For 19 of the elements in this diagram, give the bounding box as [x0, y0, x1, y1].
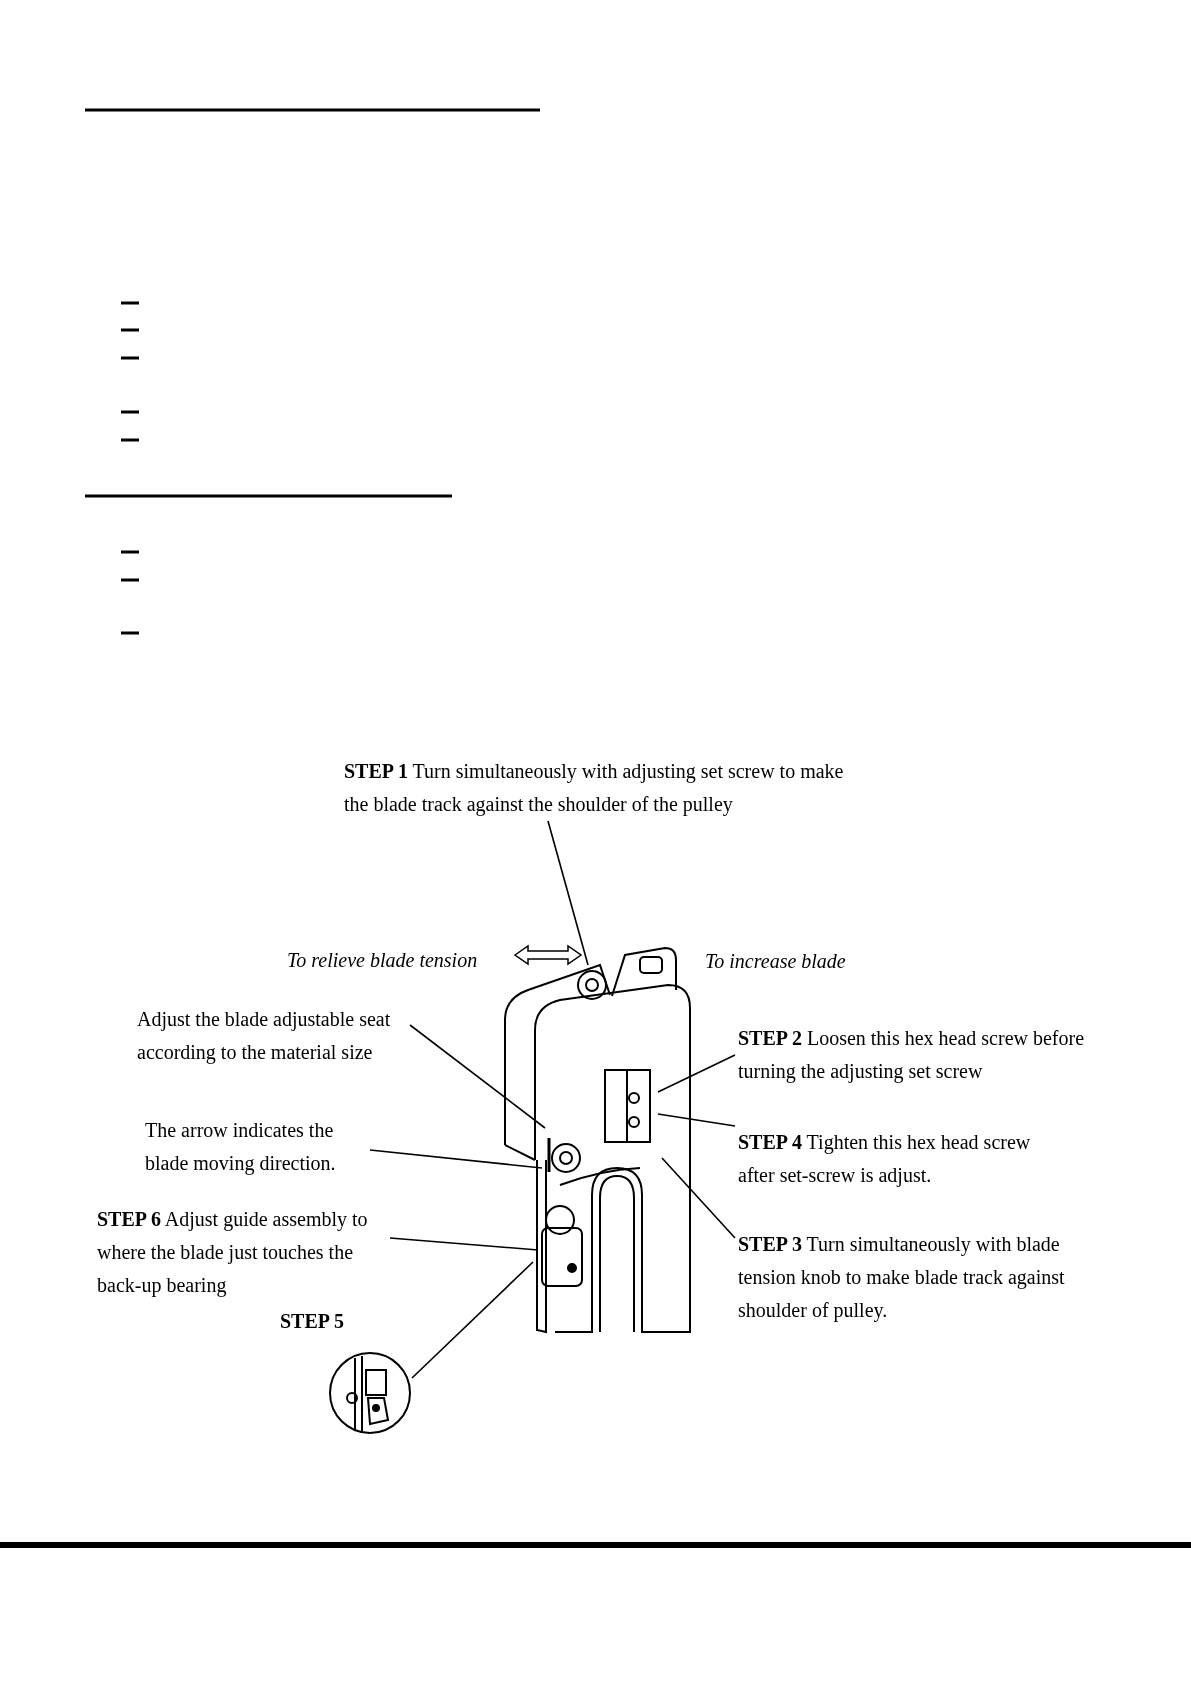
callout-text: Adjust the blade adjustable seat according to the material size	[137, 1003, 399, 1069]
step-label: STEP 5	[280, 1309, 344, 1334]
direction-label: To relieve blade tension	[287, 948, 478, 973]
callout-text: The arrow indicates the blade moving direction.	[145, 1114, 363, 1180]
callout-text: STEP 6 Adjust guide assembly to where the blade just touches the back-up bearing	[97, 1203, 389, 1302]
guide-detail-drawing	[329, 1352, 411, 1434]
leader-line	[409, 1024, 546, 1129]
callout-text: STEP 2 Loosen this hex head screw before turning the adjusting set screw	[738, 1022, 1088, 1088]
leader-line	[657, 1113, 736, 1127]
leader-line	[389, 1237, 539, 1251]
leader-line	[661, 1157, 736, 1239]
direction-label: To increase blade	[705, 949, 846, 974]
leader-line	[411, 1261, 534, 1379]
leader-line	[369, 1149, 543, 1169]
leader-line	[547, 820, 589, 966]
callout-text: STEP 1 Turn simultaneously with adjusting set screw to make the blade track against the shoulder of the pulley	[344, 755, 844, 821]
leader-line	[657, 1054, 736, 1093]
callout-text: STEP 3 Turn simultaneously with blade tension knob to make blade track against shoulder of pulley.	[738, 1228, 1100, 1327]
callout-text: STEP 4 Tighten this hex head screw after set-screw is adjust.	[738, 1126, 1068, 1192]
